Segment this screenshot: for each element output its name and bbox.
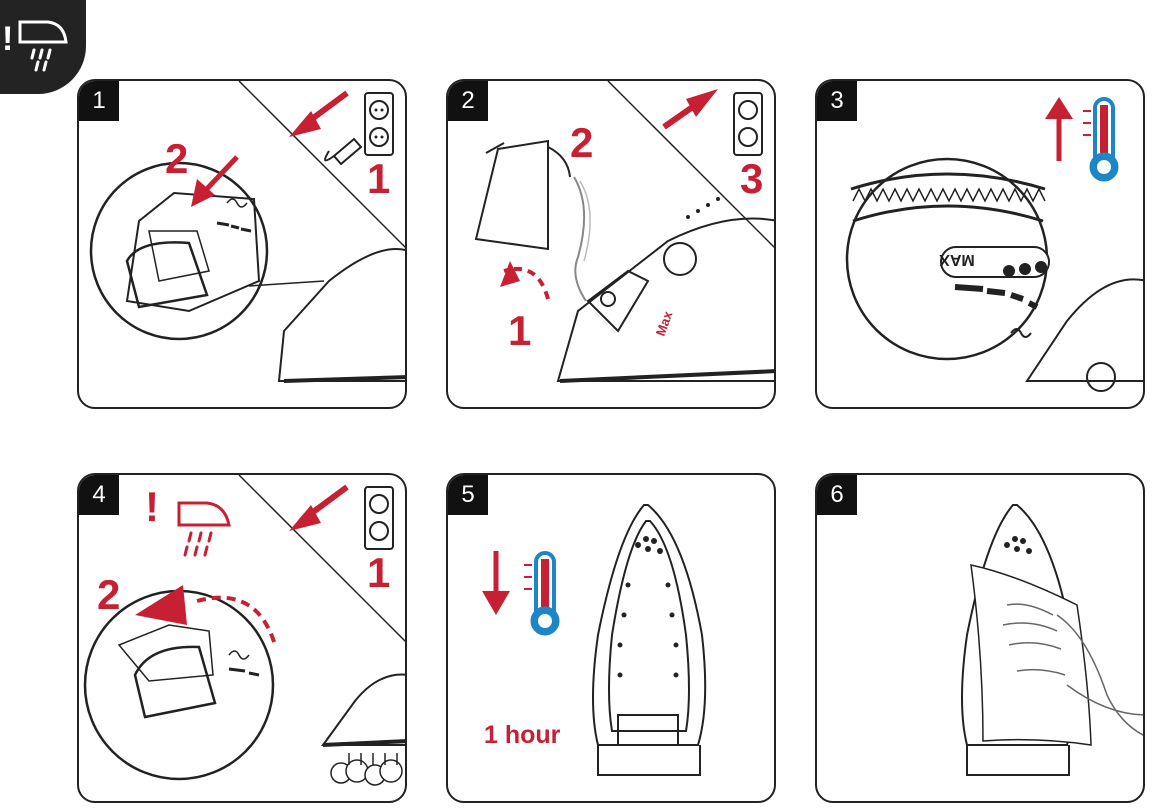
iron-soleplate-icon [592, 504, 707, 776]
water-jug-icon [474, 139, 571, 251]
step-1-panel: 1 [77, 79, 407, 409]
callout-number: 1 [508, 307, 532, 354]
anti-calc-steam-icon [177, 501, 231, 557]
fill-water-tank-illustration: Max [474, 81, 774, 383]
unplug-and-select-anticalc-illustration [89, 81, 405, 383]
press-button-arrow-icon [196, 595, 277, 646]
step-number: 1 [79, 81, 119, 121]
warning-exclamation: ! [2, 20, 13, 58]
open-cap-arrow-icon [503, 266, 550, 300]
step-5-panel: 5 1 hour [446, 473, 776, 803]
thermometer-hot-icon [1083, 97, 1119, 182]
step-number: 6 [817, 475, 857, 515]
wipe-soleplate-illustration [961, 504, 1143, 776]
unplug-arrow-icon [289, 484, 349, 531]
cool-down-duration: 1 hour [484, 721, 561, 749]
set-max-temperature-illustration: MAX [845, 97, 1143, 392]
step-4-panel: 4 ! 2 1 [77, 473, 407, 803]
cool-down-illustration [482, 504, 707, 776]
step-number: 2 [448, 81, 488, 121]
cleaning-cloth-icon [970, 564, 1092, 746]
callout-number: 3 [740, 155, 764, 202]
temperature-down-arrow-icon [482, 551, 510, 615]
thermometer-cold-icon [524, 551, 560, 636]
zoom-circle [89, 161, 269, 341]
steam-cloud [330, 759, 403, 786]
callout-number: 1 [367, 155, 391, 202]
step-3-panel: 3 MAX [815, 79, 1145, 409]
callout-number: 2 [570, 119, 594, 166]
anti-calc-warning-icon: ! [0, 0, 86, 94]
step-number: 5 [448, 475, 488, 515]
hand-icon [1002, 603, 1143, 736]
step-number: 3 [817, 81, 857, 121]
wall-socket-icon [364, 486, 394, 550]
unplug-arrow-icon [289, 90, 349, 137]
callout-number: 2 [165, 135, 189, 182]
wall-socket-icon [364, 92, 394, 156]
plug-in-arrow-icon [662, 89, 718, 130]
callout-number: 2 [97, 571, 121, 618]
callout-number: 1 [367, 549, 391, 596]
temperature-up-arrow-icon [1045, 97, 1073, 161]
warning-exclamation: ! [145, 483, 159, 530]
step-number: 4 [79, 475, 119, 515]
max-fill-label: Max [653, 308, 676, 338]
step-6-panel: 6 [815, 473, 1145, 803]
plug-icon [324, 137, 363, 166]
wall-socket-icon [733, 92, 763, 156]
select-anticalc-arrow-icon [191, 155, 239, 207]
unplug-and-release-steam-illustration [83, 475, 405, 786]
step-2-panel: 2 Max 2 3 1 [446, 79, 776, 409]
max-dial-label: MAX [939, 251, 975, 268]
